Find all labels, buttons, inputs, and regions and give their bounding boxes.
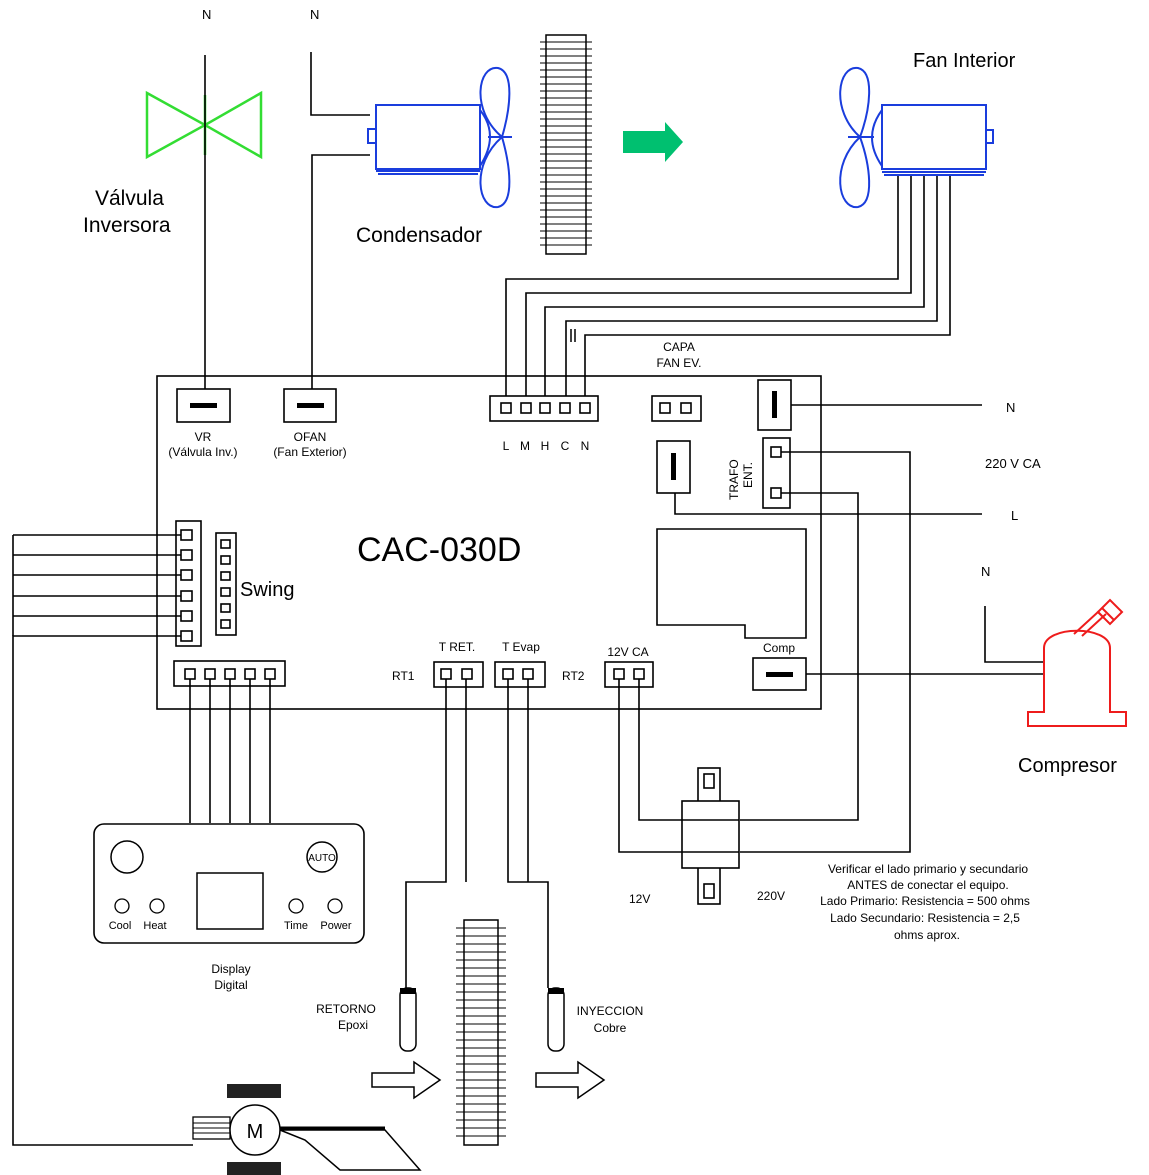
neutral-label-condenser: N [310, 7, 319, 22]
condenser-label: Condensador [356, 224, 482, 247]
trafo-connector [762, 437, 791, 509]
capa-sublabel: FAN EV. [657, 356, 702, 370]
rt2-label: RT2 [562, 669, 585, 683]
neutral-label-right: N [1006, 400, 1015, 415]
heat-led-icon [149, 898, 165, 914]
power-led-icon [327, 898, 343, 914]
reversing-valve-icon [145, 90, 263, 160]
time-label: Time [284, 920, 308, 932]
display-label-1: Display [211, 962, 250, 976]
transformer-12v-label: 12V [629, 892, 650, 906]
interior-fan-icon [839, 66, 994, 209]
display-knob-icon [110, 840, 144, 874]
power-label: Power [320, 920, 352, 932]
compressor-label: Compresor [1018, 755, 1117, 777]
swing-motor-icon [192, 1084, 422, 1175]
rt1-label: RT1 [392, 669, 415, 683]
retorno-label: RETORNO [316, 1002, 376, 1016]
auto-button-label: AUTO [308, 853, 336, 864]
display-screen [196, 872, 264, 930]
auto-button [306, 841, 338, 873]
swing-motor-connector [175, 520, 202, 647]
note-line-4: Lado Secundario: Resistencia = 2,5 [830, 911, 1020, 925]
note-line-1: Verificar el lado primario y secundario [828, 862, 1028, 876]
vr-connector [176, 388, 231, 423]
t-ret-label: T RET. [439, 640, 475, 654]
valve-label-2: Inversora [83, 214, 171, 237]
trafo-label: TRAFO [727, 459, 741, 500]
inyeccion-sublabel: Cobre [594, 1021, 627, 1035]
trafo-sublabel: ENT. [741, 462, 755, 488]
retorno-sublabel: Epoxi [338, 1018, 368, 1032]
fan-pin-c: C [561, 439, 570, 453]
valve-label-1: Válvula [95, 187, 164, 210]
comp-connector [752, 657, 807, 691]
ofan-label: OFAN [294, 430, 327, 444]
note-line-3: Lado Primario: Resistencia = 500 ohms [820, 894, 1030, 908]
time-led-icon [288, 898, 304, 914]
condenser-fan-icon [367, 66, 512, 209]
line-label: L [1011, 508, 1018, 523]
display-label-2: Digital [214, 978, 247, 992]
fan-pin-h: H [541, 439, 550, 453]
airflow-in-arrow-icon [371, 1060, 442, 1100]
mains-connector [757, 379, 792, 431]
transformer-220v-label: 220V [757, 889, 785, 903]
transformer-icon [681, 767, 740, 905]
airflow-arrow-icon [623, 122, 683, 162]
heat-label: Heat [143, 920, 166, 932]
airflow-out-arrow-icon [535, 1060, 606, 1100]
note-line-2: ANTES de conectar el equipo. [847, 878, 1008, 892]
neutral-label-comp: N [981, 564, 990, 579]
inyeccion-label: INYECCION [577, 1004, 644, 1018]
cool-label: Cool [109, 920, 132, 932]
comp-label: Comp [763, 641, 795, 655]
evaporator-coil-icon [456, 919, 506, 1146]
vr-label: VR [195, 430, 212, 444]
retorno-sensor-icon [399, 987, 417, 1052]
ofan-sublabel: (Fan Exterior) [273, 445, 346, 459]
compressor-icon [1027, 598, 1127, 727]
t-evap-connector [494, 661, 546, 688]
note-line-5: ohms aprox. [894, 928, 960, 942]
fan-pin-l: L [503, 439, 510, 453]
t-evap-label: T Evap [502, 640, 540, 654]
v12-connector [604, 661, 654, 688]
ofan-connector [283, 388, 337, 423]
inyeccion-sensor-icon [547, 987, 565, 1052]
voltage-label: 220 V CA [985, 456, 1041, 471]
board-model: CAC-030D [357, 531, 521, 569]
t-ret-connector [433, 661, 484, 688]
swing-label: Swing [240, 579, 294, 601]
capa-connector [651, 395, 702, 422]
line-connector [656, 440, 691, 494]
motor-label: M [247, 1121, 264, 1143]
condenser-coil-icon [540, 34, 592, 255]
swing-connector [215, 532, 237, 636]
fan-connector [489, 395, 599, 422]
fan-interior-label: Fan Interior [913, 50, 1016, 72]
relay-block [656, 528, 807, 639]
capa-label: CAPA [663, 340, 695, 354]
neutral-label-valve: N [202, 7, 211, 22]
fan-pin-n: N [581, 439, 590, 453]
v12-label: 12V CA [607, 645, 648, 659]
vr-sublabel: (Válvula Inv.) [168, 445, 237, 459]
display-connector [173, 660, 286, 687]
fan-pin-m: M [520, 439, 530, 453]
cool-led-icon [114, 898, 130, 914]
